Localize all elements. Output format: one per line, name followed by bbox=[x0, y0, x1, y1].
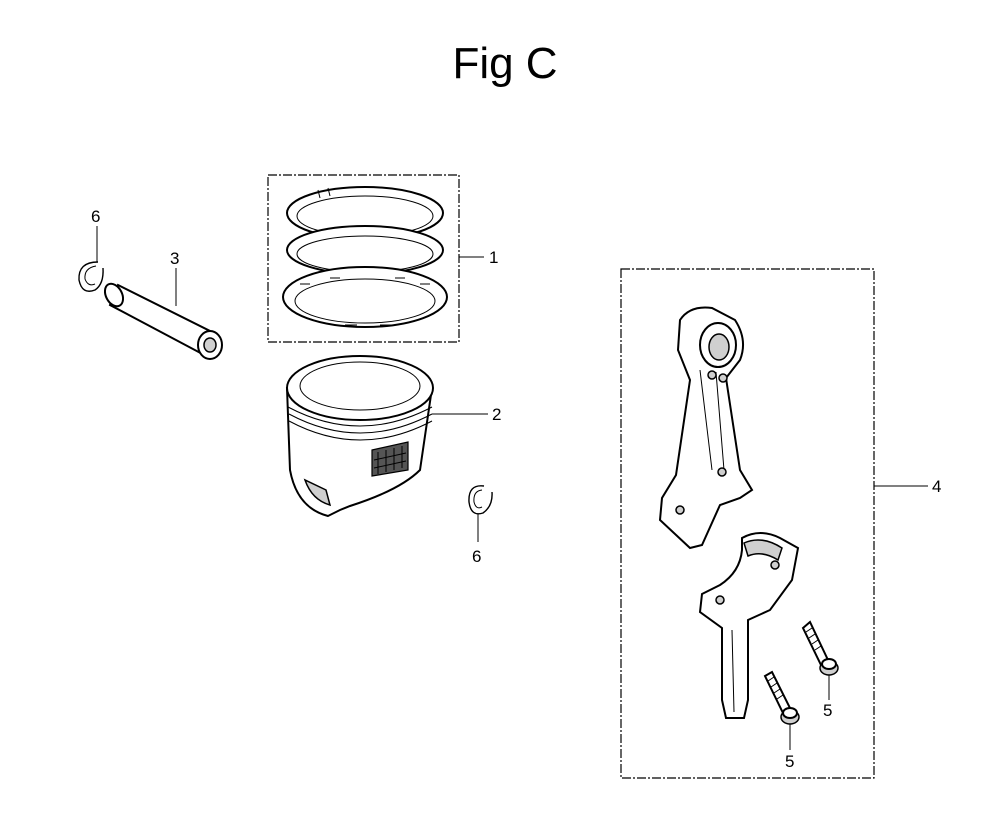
piston bbox=[285, 355, 434, 518]
figure-title: Fig C bbox=[452, 39, 557, 88]
callout-4: 4 bbox=[874, 477, 941, 496]
pin-clip-right bbox=[468, 485, 493, 515]
connecting-rod-assembly bbox=[620, 268, 875, 779]
callout-6-right: 6 bbox=[472, 514, 481, 566]
svg-text:6: 6 bbox=[91, 207, 100, 226]
svg-text:5: 5 bbox=[785, 752, 794, 771]
callout-2: 2 bbox=[432, 405, 501, 424]
connecting-rod-cap bbox=[698, 532, 800, 719]
svg-text:4: 4 bbox=[932, 477, 941, 496]
callout-3: 3 bbox=[170, 249, 179, 306]
piston-pin bbox=[103, 282, 223, 360]
svg-text:5: 5 bbox=[823, 701, 832, 720]
callout-6-left: 6 bbox=[91, 207, 100, 262]
callout-1: 1 bbox=[459, 248, 498, 267]
svg-text:2: 2 bbox=[492, 405, 501, 424]
svg-text:1: 1 bbox=[489, 248, 498, 267]
svg-text:6: 6 bbox=[472, 547, 481, 566]
connecting-rod bbox=[658, 306, 754, 550]
callout-5-a: 5 bbox=[823, 675, 832, 720]
cap-bolt-b bbox=[763, 670, 800, 725]
cap-bolt-a bbox=[801, 620, 839, 676]
callout-5-b: 5 bbox=[785, 724, 794, 771]
pin-clip-left bbox=[78, 261, 104, 292]
piston-rings bbox=[267, 174, 460, 343]
svg-text:3: 3 bbox=[170, 249, 179, 268]
